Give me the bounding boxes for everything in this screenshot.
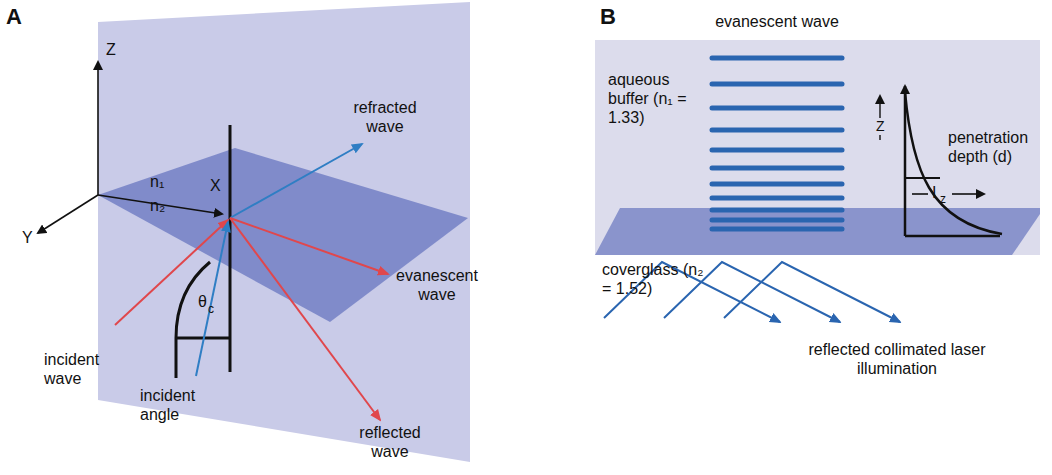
normal-line bbox=[229, 125, 232, 372]
depth-label: penetration depth (d) bbox=[946, 128, 1040, 166]
vertical-plane bbox=[98, 2, 470, 462]
iz-arrow bbox=[952, 193, 984, 195]
medium-label: aqueous buffer (n₁ = 1.33) bbox=[608, 70, 704, 127]
angle-subscript: c bbox=[208, 302, 214, 316]
z-axis bbox=[97, 62, 99, 195]
wave-label: incident wave bbox=[44, 350, 114, 388]
evanescent-bars bbox=[712, 58, 842, 229]
x-axis bbox=[98, 195, 222, 214]
reflected-ray bbox=[230, 218, 380, 420]
aqueous-region bbox=[595, 40, 1040, 255]
interface-plane bbox=[98, 148, 468, 322]
depth-marker bbox=[905, 177, 940, 179]
angle-arc bbox=[176, 262, 210, 378]
iz-arrow-tail bbox=[912, 193, 928, 195]
illumination-label: reflected collimated laser illumination bbox=[782, 340, 1012, 378]
wave-label: refracted wave bbox=[340, 98, 430, 136]
evanescent-ray bbox=[230, 218, 388, 274]
wave-label: evanescent wave bbox=[392, 266, 482, 304]
z-arrow bbox=[879, 96, 880, 120]
intensity-label: I bbox=[932, 183, 936, 202]
axis-label: X bbox=[210, 176, 221, 195]
wave-label: reflected wave bbox=[350, 423, 430, 461]
incident-ray-red bbox=[115, 220, 228, 325]
axis-label: Z bbox=[874, 118, 887, 135]
axis-label: Y bbox=[22, 228, 33, 247]
panel-letter: B bbox=[600, 4, 616, 30]
angle-label: incident angle bbox=[140, 386, 220, 424]
axis-label: Z bbox=[106, 40, 116, 59]
index-label: n₁ bbox=[150, 172, 164, 191]
coverglass-plane bbox=[595, 208, 1040, 255]
refracted-ray bbox=[230, 144, 362, 218]
angle-symbol: θ bbox=[198, 292, 207, 311]
incident-ray-blue bbox=[196, 222, 228, 376]
y-axis bbox=[38, 195, 98, 233]
wave-label: evanescent wave bbox=[712, 12, 842, 31]
index-label: n₂ bbox=[150, 196, 165, 215]
intensity-base bbox=[905, 235, 1000, 238]
medium-label: coverglass (n₂ = 1.52) bbox=[602, 260, 712, 298]
panel-letter: A bbox=[6, 4, 22, 30]
intensity-subscript: z bbox=[940, 192, 946, 206]
